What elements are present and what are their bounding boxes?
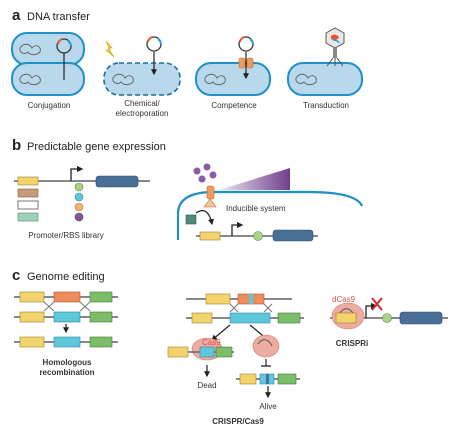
panel-a: a DNA transfer Conjugation Chemical/ ele… xyxy=(11,7,363,118)
label-homologous: Homologous xyxy=(43,358,92,367)
electroporation-cell xyxy=(103,36,181,96)
conjugation-cells xyxy=(11,32,85,96)
homologous-recombination xyxy=(14,291,118,348)
panel-a-title: DNA transfer xyxy=(27,11,90,23)
label-alive: Alive xyxy=(259,402,277,411)
panel-c-letter: c xyxy=(12,267,20,284)
panel-b-title: Predictable gene expression xyxy=(27,141,166,153)
label-dcas9: dCas9 xyxy=(332,295,356,304)
label-dead: Dead xyxy=(197,381,216,390)
panel-a-letter: a xyxy=(12,7,21,24)
label-library: Promoter/RBS library xyxy=(28,231,104,240)
block-x-icon xyxy=(371,297,383,311)
library-construct xyxy=(14,165,150,222)
label-chemical: Chemical/ xyxy=(124,99,160,108)
crispr-cas9 xyxy=(167,293,304,399)
label-cas9: Cas9 xyxy=(202,338,221,347)
label-electroporation: electroporation xyxy=(116,109,169,118)
label-conjugation: Conjugation xyxy=(28,101,71,110)
competence-cell xyxy=(195,36,271,96)
panel-b: b Predictable gene expression Promoter/R… xyxy=(12,137,364,242)
label-inducible: Inducible system xyxy=(226,204,286,213)
panel-c-title: Genome editing xyxy=(27,271,105,283)
inducer-gradient xyxy=(219,168,290,190)
label-crispr-cas9: CRISPR/Cas9 xyxy=(212,417,264,426)
transduction-cell xyxy=(287,27,363,96)
label-crispri: CRISPRi xyxy=(336,339,368,348)
panel-c: c Genome editing Homologous recombinatio… xyxy=(12,267,448,426)
crispri xyxy=(330,297,448,330)
panel-b-letter: b xyxy=(12,137,21,154)
label-recombination: recombination xyxy=(39,368,94,377)
inducible-system xyxy=(176,163,364,242)
lightning-icon xyxy=(105,40,115,58)
phage-icon xyxy=(325,27,345,67)
label-competence: Competence xyxy=(211,101,257,110)
label-transduction: Transduction xyxy=(303,101,349,110)
